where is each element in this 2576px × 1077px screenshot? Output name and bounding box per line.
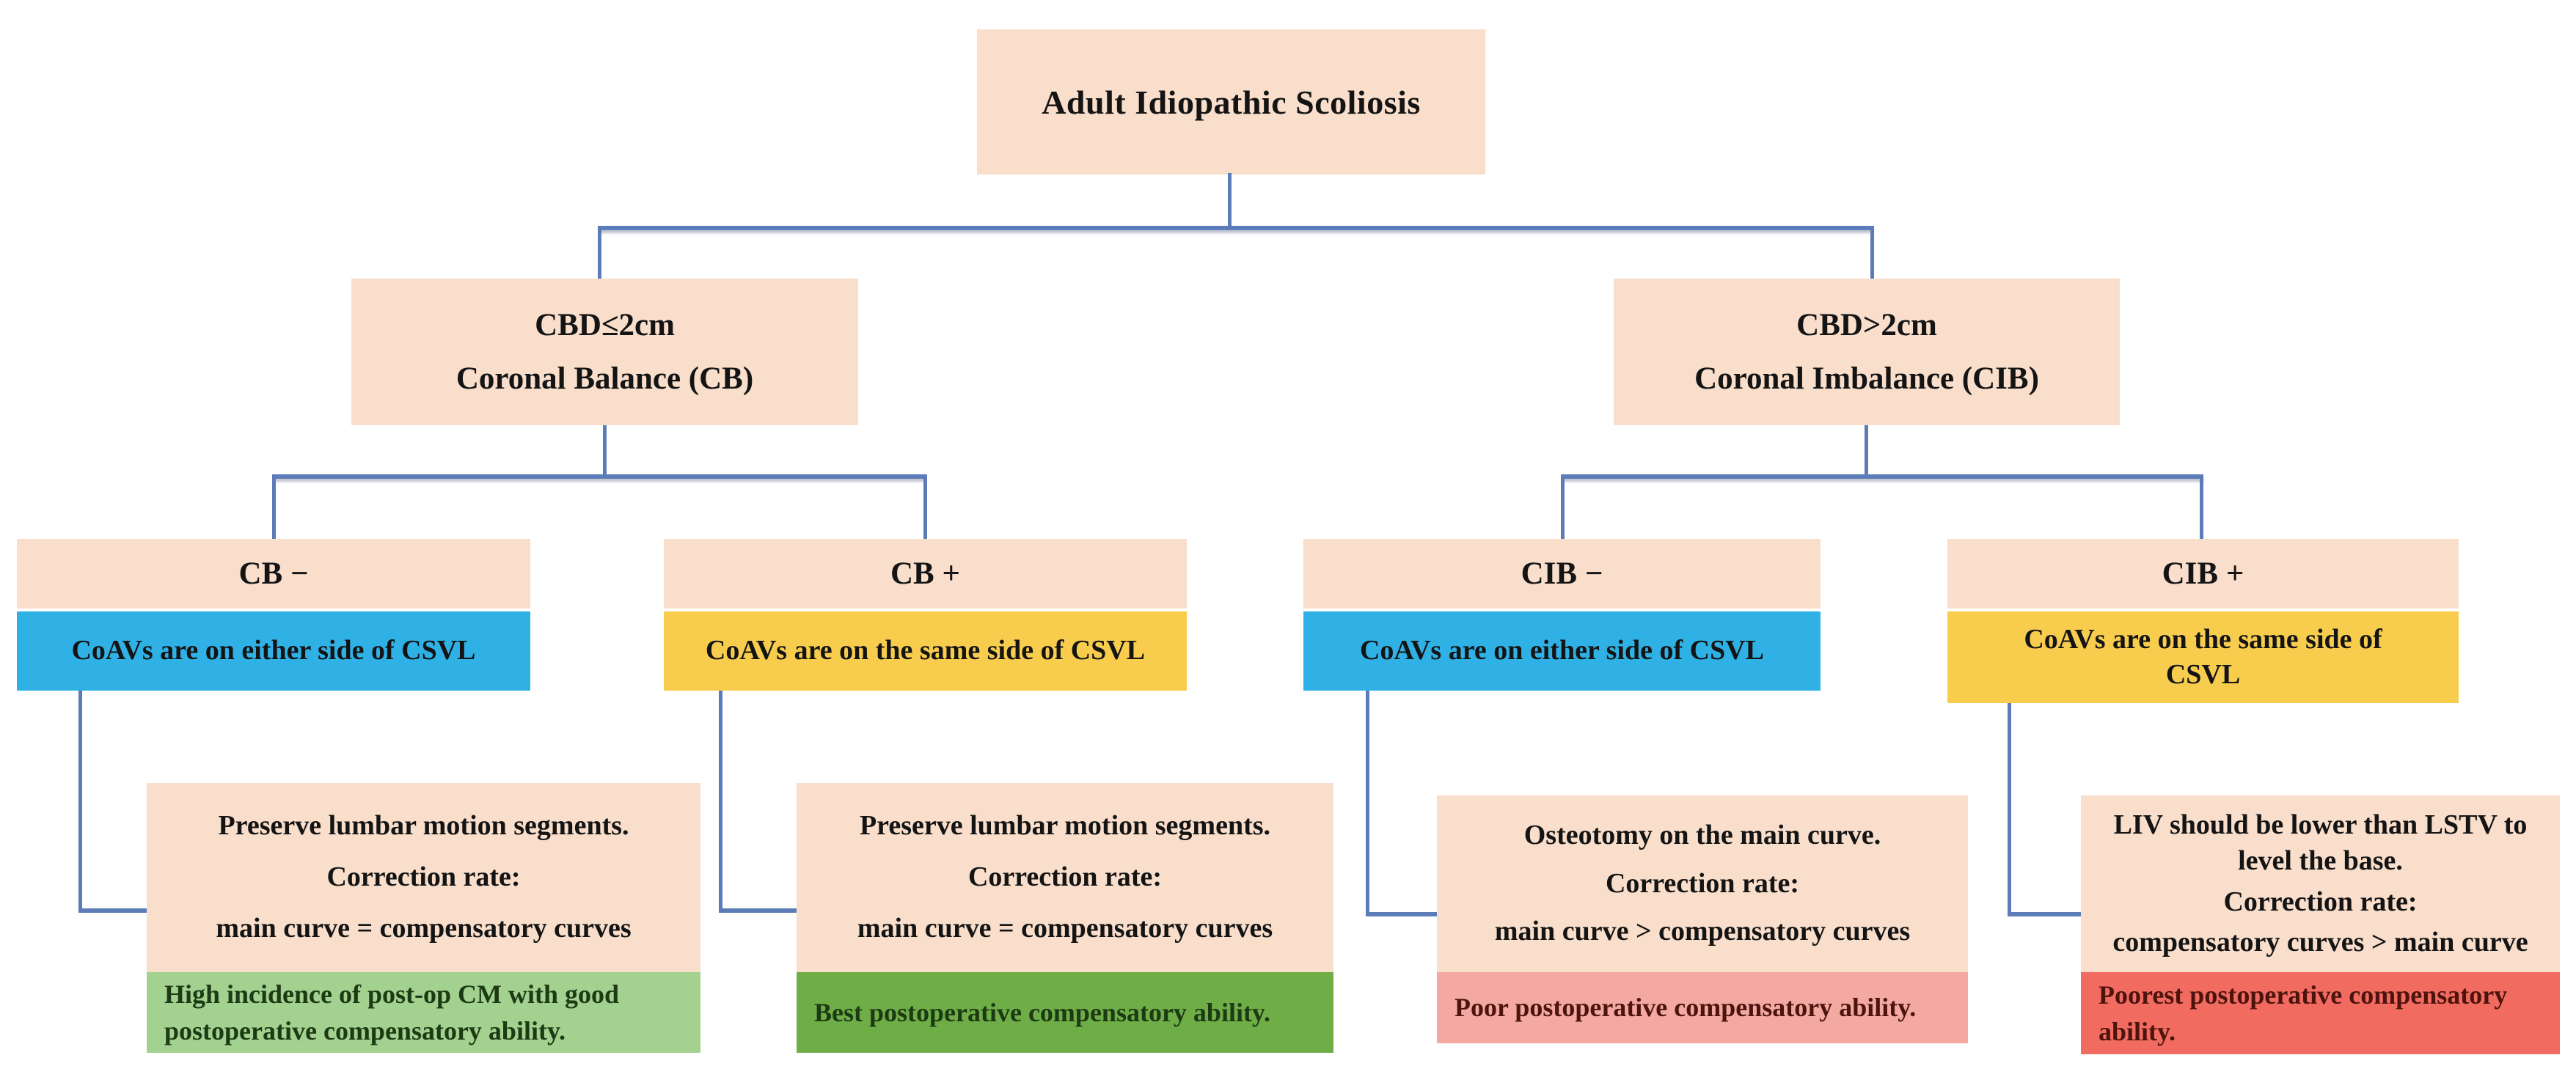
treatment-cb-minus-line2: Correction rate: xyxy=(326,861,521,893)
outcome-cib-minus-text: Poor postoperative compensatory ability. xyxy=(1455,993,1917,1023)
node-coronal-balance: CBD≤2cm Coronal Balance (CB) xyxy=(351,279,858,425)
connector-cb-bar xyxy=(274,474,925,479)
outcome-cb-plus-text: Best postoperative compensatory ability. xyxy=(814,997,1270,1027)
connector-elbow-4-v xyxy=(2008,703,2011,916)
connector-elbow-4-h xyxy=(2008,912,2081,916)
connector-cib-bar xyxy=(1562,474,2203,479)
connector-elbow-1-v xyxy=(78,691,82,913)
header-cb-plus: CB + xyxy=(664,539,1187,609)
treatment-cb-minus-line3: main curve = compensatory curves xyxy=(216,913,632,944)
treatment-cb-plus-line2: Correction rate: xyxy=(967,861,1163,893)
treatment-cib-plus-line3: compensatory curves > main curve xyxy=(2112,926,2528,957)
cb-criterion: CBD≤2cm xyxy=(535,307,675,342)
cb-label: Coronal Balance (CB) xyxy=(455,361,754,397)
connector-elbow-1-h xyxy=(78,908,147,913)
outcome-cb-minus: High incidence of post-op CM with good p… xyxy=(147,972,700,1053)
connector-cb-drop xyxy=(598,226,601,280)
header-cib-plus: CIB + xyxy=(1947,539,2459,609)
header-cib-minus: CIB − xyxy=(1303,539,1821,609)
outcome-cib-plus-text: Poorest postoperative compensatory abili… xyxy=(2099,979,2508,1046)
band-cb-plus-text: CoAVs are on the same side of CSVL xyxy=(705,635,1146,666)
outcome-cb-minus-text: High incidence of post-op CM with good p… xyxy=(164,979,620,1045)
header-cib-plus-label: CIB + xyxy=(2162,556,2244,591)
header-cb-plus-label: CB + xyxy=(890,556,960,591)
connector-elbow-2-h xyxy=(719,908,797,913)
connector-cibminus-drop xyxy=(1561,474,1565,539)
cib-label: Coronal Imbalance (CIB) xyxy=(1694,361,2039,397)
treatment-cib-minus: Osteotomy on the main curve. Correction … xyxy=(1437,795,1968,972)
root-node-label: Adult Idiopathic Scoliosis xyxy=(1042,83,1421,121)
treatment-cib-plus: LIV should be lower than LSTV to level t… xyxy=(2081,795,2560,972)
band-cb-plus: CoAVs are on the same side of CSVL xyxy=(664,611,1187,691)
band-cib-plus-text: CoAVs are on the same side of CSVL xyxy=(2024,624,2382,690)
treatment-cb-plus-line1: Preserve lumbar motion segments. xyxy=(859,810,1271,842)
band-cb-minus-text: CoAVs are on either side of CSVL xyxy=(71,635,476,666)
connector-root-drop xyxy=(1228,173,1232,226)
connector-elbow-2-v xyxy=(719,691,722,913)
cib-criterion: CBD>2cm xyxy=(1796,307,1937,342)
header-cb-minus: CB − xyxy=(17,539,530,609)
connector-elbow-3-h xyxy=(1366,912,1437,916)
treatment-cb-plus-line3: main curve = compensatory curves xyxy=(857,913,1273,944)
outcome-cib-minus: Poor postoperative compensatory ability. xyxy=(1437,972,1968,1043)
outcome-cb-plus: Best postoperative compensatory ability. xyxy=(797,972,1333,1053)
connector-cib-drop xyxy=(1870,226,1874,280)
outcome-cib-plus: Poorest postoperative compensatory abili… xyxy=(2081,972,2560,1054)
header-cb-minus-label: CB − xyxy=(238,556,309,591)
treatment-cb-plus: Preserve lumbar motion segments. Correct… xyxy=(797,783,1333,972)
node-coronal-imbalance: CBD>2cm Coronal Imbalance (CIB) xyxy=(1614,279,2120,425)
treatment-cib-minus-line1: Osteotomy on the main curve. xyxy=(1523,820,1881,851)
connector-cib-down xyxy=(1865,425,1868,478)
treatment-cb-minus-line1: Preserve lumbar motion segments. xyxy=(218,810,629,842)
connector-cbplus-drop xyxy=(923,474,927,539)
root-node: Adult Idiopathic Scoliosis xyxy=(977,29,1485,174)
treatment-cib-minus-line3: main curve > compensatory curves xyxy=(1494,916,1911,947)
band-cib-minus: CoAVs are on either side of CSVL xyxy=(1303,611,1821,691)
connector-level1-bar xyxy=(599,226,1873,230)
connector-cibplus-drop xyxy=(2200,474,2203,539)
header-cib-minus-label: CIB − xyxy=(1521,556,1603,591)
band-cib-minus-text: CoAVs are on either side of CSVL xyxy=(1359,635,1765,666)
treatment-cib-minus-line2: Correction rate: xyxy=(1605,867,1800,899)
connector-cb-down xyxy=(603,425,607,478)
treatment-cib-plus-line2: Correction rate: xyxy=(2223,886,2418,917)
connector-cbminus-drop xyxy=(272,474,276,539)
band-cib-plus: CoAVs are on the same side of CSVL xyxy=(1947,611,2459,703)
band-cb-minus: CoAVs are on either side of CSVL xyxy=(17,611,530,691)
connector-elbow-3-v xyxy=(1366,691,1369,916)
treatment-cib-plus-line1: LIV should be lower than LSTV to level t… xyxy=(2113,809,2528,877)
treatment-cb-minus: Preserve lumbar motion segments. Correct… xyxy=(147,783,700,972)
